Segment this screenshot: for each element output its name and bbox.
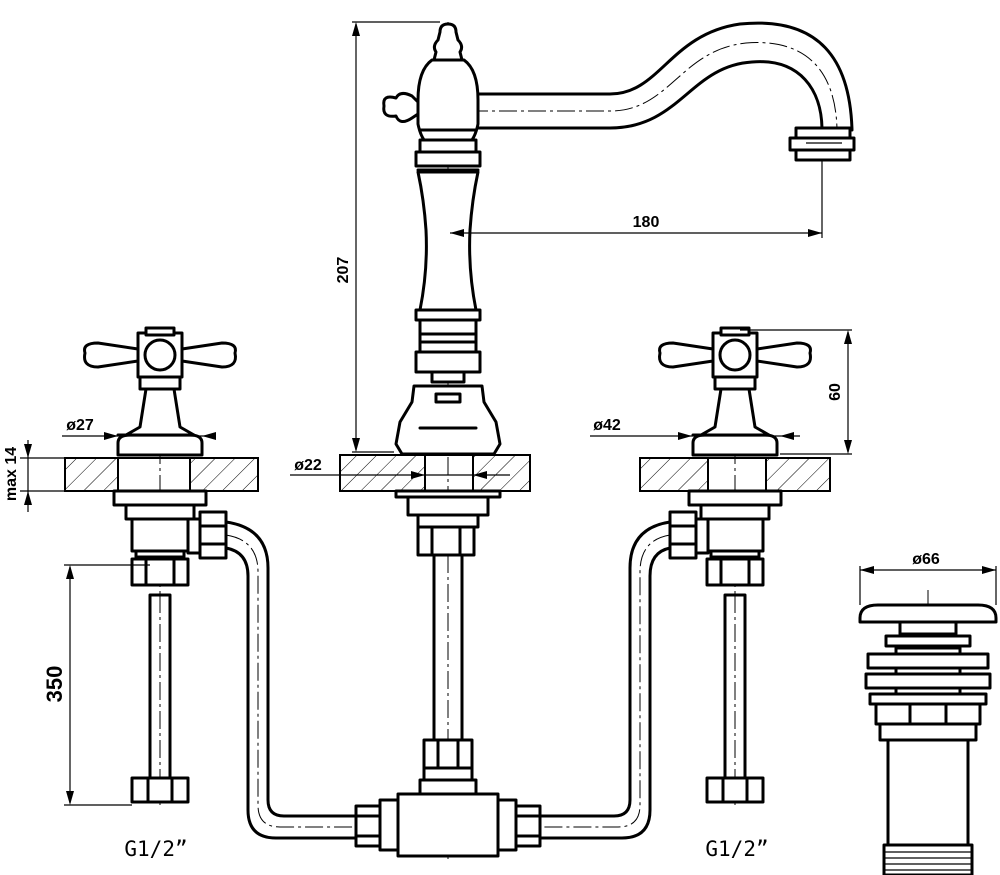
pop-up-drain	[858, 590, 998, 875]
handle-base-diameter-label: ø27	[66, 417, 94, 434]
right-valve	[658, 326, 812, 805]
spout-reach-label: 180	[633, 214, 660, 231]
connection-pipes	[224, 520, 672, 858]
left-connection-label: G1/2”	[124, 837, 187, 861]
right-connection-label: G1/2”	[705, 837, 768, 861]
shank-diameter-label: ø22	[294, 457, 322, 474]
spout-assembly	[382, 21, 856, 860]
flange-diameter-label: ø42	[593, 417, 621, 434]
handle-height-label: 60	[827, 383, 844, 401]
deck-thickness-label: max 14	[3, 447, 20, 501]
dimension-lines	[20, 21, 997, 806]
spout-height-label: 207	[335, 257, 352, 284]
drain-diameter-label: ø66	[912, 551, 940, 568]
left-valve	[83, 326, 237, 805]
hose-length-label: 350	[42, 666, 67, 703]
